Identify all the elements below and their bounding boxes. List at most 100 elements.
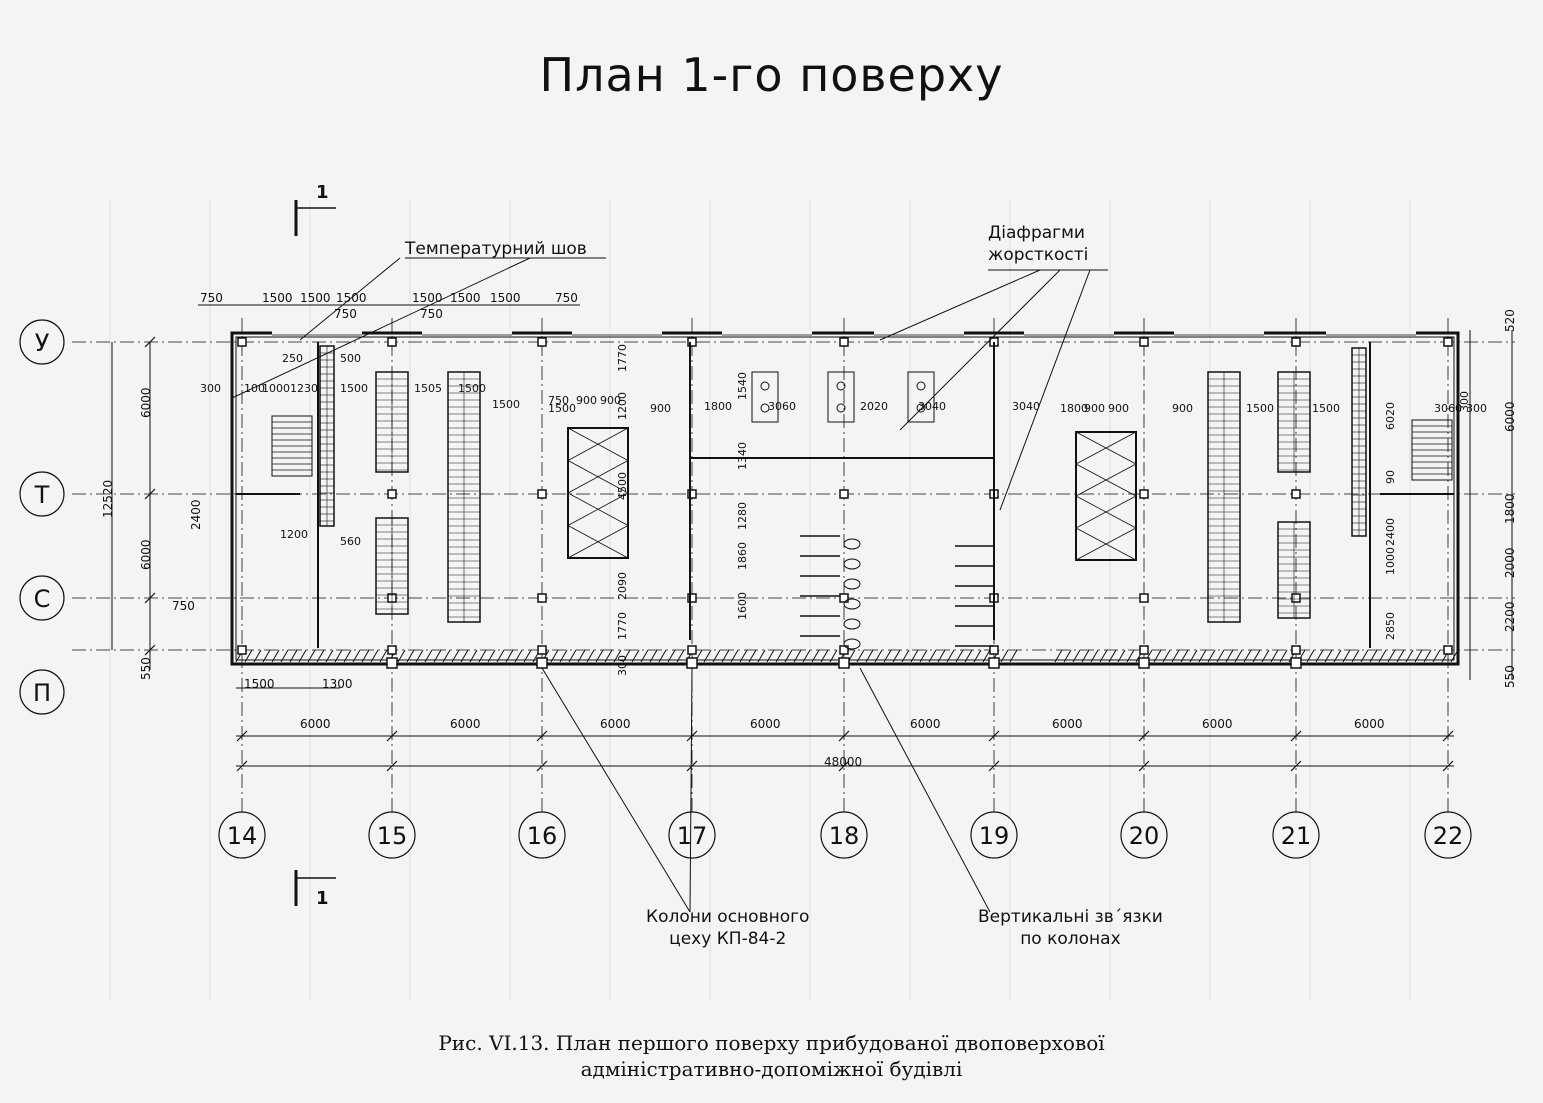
sink-basin	[760, 403, 770, 413]
column	[387, 489, 397, 499]
wall-hatch	[703, 649, 712, 663]
dimension-label: 3040	[918, 400, 946, 413]
dimension-tick	[144, 336, 156, 348]
column	[237, 337, 247, 347]
axis-bubble	[19, 471, 65, 517]
axis-bubble	[19, 575, 65, 621]
axis-bubble	[218, 811, 266, 859]
shower-hatch	[1075, 463, 1137, 497]
column	[687, 645, 697, 655]
wall-hatch	[298, 649, 307, 663]
wall-hatch	[820, 649, 829, 663]
wall-hatch	[1396, 649, 1405, 663]
dimension-label: 550	[139, 657, 153, 680]
wall-hatch	[1198, 649, 1207, 663]
axis-label: С	[34, 585, 51, 613]
wall-hatch	[937, 649, 946, 663]
wall-hatch	[1333, 649, 1342, 663]
main-shop-column	[386, 657, 398, 669]
wall-hatch	[1252, 649, 1261, 663]
wall-hatch	[244, 649, 253, 663]
wall-hatch	[1153, 649, 1162, 663]
wall-hatch	[487, 649, 496, 663]
shower-hatch	[1075, 495, 1137, 529]
dimension-label: 300	[200, 382, 221, 395]
wall-hatch	[640, 649, 649, 663]
sink-basin	[836, 403, 846, 413]
wall-hatch	[1207, 649, 1216, 663]
dimension-label: 2020	[860, 400, 888, 413]
dimension-label: 750	[420, 307, 443, 321]
wall-hatch	[577, 649, 586, 663]
dimension-label: 3060	[768, 400, 796, 413]
main-shop-column	[686, 657, 698, 669]
wall-hatch	[442, 649, 451, 663]
wall-hatch	[613, 649, 622, 663]
dimension-label: 1200	[280, 528, 308, 541]
dimension-label: 1200	[616, 392, 629, 420]
dimension-label: 1300	[322, 677, 353, 691]
dimension-label: 1800	[704, 400, 732, 413]
wall-hatch	[676, 649, 685, 663]
dimension-label: 1860	[736, 542, 749, 570]
wall-hatch	[280, 649, 289, 663]
dimension-label: 300	[1458, 391, 1471, 412]
dimension-label: 1500	[300, 291, 331, 305]
wall-hatch	[595, 649, 604, 663]
leader-line	[859, 667, 991, 913]
dimension-label: 1540	[736, 372, 749, 400]
dimension-label: 1800	[1503, 493, 1517, 524]
dimension-label: 2000	[1503, 547, 1517, 578]
wall-hatch	[343, 649, 352, 663]
wall-hatch	[262, 649, 271, 663]
dimension-tick	[838, 730, 850, 742]
wall-hatch	[1180, 649, 1189, 663]
dimension-tick	[1138, 730, 1150, 742]
dimension-label: 750	[555, 291, 578, 305]
dimension-label: 6000	[139, 387, 153, 418]
wall-hatch	[1405, 649, 1414, 663]
axis-label: У	[35, 329, 50, 357]
dimension-label: 48000	[824, 755, 862, 769]
wall-hatch	[1054, 649, 1063, 663]
dimension-label: 1500	[492, 398, 520, 411]
callout-columns-line2: цеху КП-84-2	[669, 929, 787, 949]
wall-hatch	[919, 649, 928, 663]
figure-caption: Рис. VI.13. План першого поверху прибудо…	[0, 1030, 1543, 1082]
wall-hatch	[802, 649, 811, 663]
leader-line	[999, 269, 1091, 511]
dimension-label: 3060	[1434, 402, 1462, 415]
axis-label: 15	[377, 822, 408, 850]
wall-hatch	[784, 649, 793, 663]
dimension-label: 2850	[1384, 612, 1397, 640]
wall-hatch	[1450, 649, 1459, 663]
column	[839, 489, 849, 499]
dimension-tick	[988, 730, 1000, 742]
dimension-label: 900	[1084, 402, 1105, 415]
dimension-label: 1500	[1312, 402, 1340, 415]
wall-hatch	[289, 649, 298, 663]
dimension-tick	[1290, 730, 1302, 742]
wall-hatch	[622, 649, 631, 663]
wall-hatch	[649, 649, 658, 663]
wall-hatch	[901, 649, 910, 663]
dimension-label: 6000	[300, 717, 331, 731]
wall-hatch	[1081, 649, 1090, 663]
wall-hatch	[496, 649, 505, 663]
wall-hatch	[568, 649, 577, 663]
wall-hatch	[1432, 649, 1441, 663]
toilet	[843, 638, 861, 650]
dimension-label: 1500	[244, 677, 275, 691]
main-shop-column	[838, 657, 850, 669]
wall-hatch	[379, 649, 388, 663]
wall-hatch	[631, 649, 640, 663]
wall-hatch	[1225, 649, 1234, 663]
dimension-label: 750	[334, 307, 357, 321]
dimension-label: 6000	[1503, 401, 1517, 432]
dimension-label: 1230	[290, 382, 318, 395]
wall-hatch	[1378, 649, 1387, 663]
column	[839, 593, 849, 603]
wall-hatch	[424, 649, 433, 663]
column	[537, 645, 547, 655]
wall-hatch	[667, 649, 676, 663]
